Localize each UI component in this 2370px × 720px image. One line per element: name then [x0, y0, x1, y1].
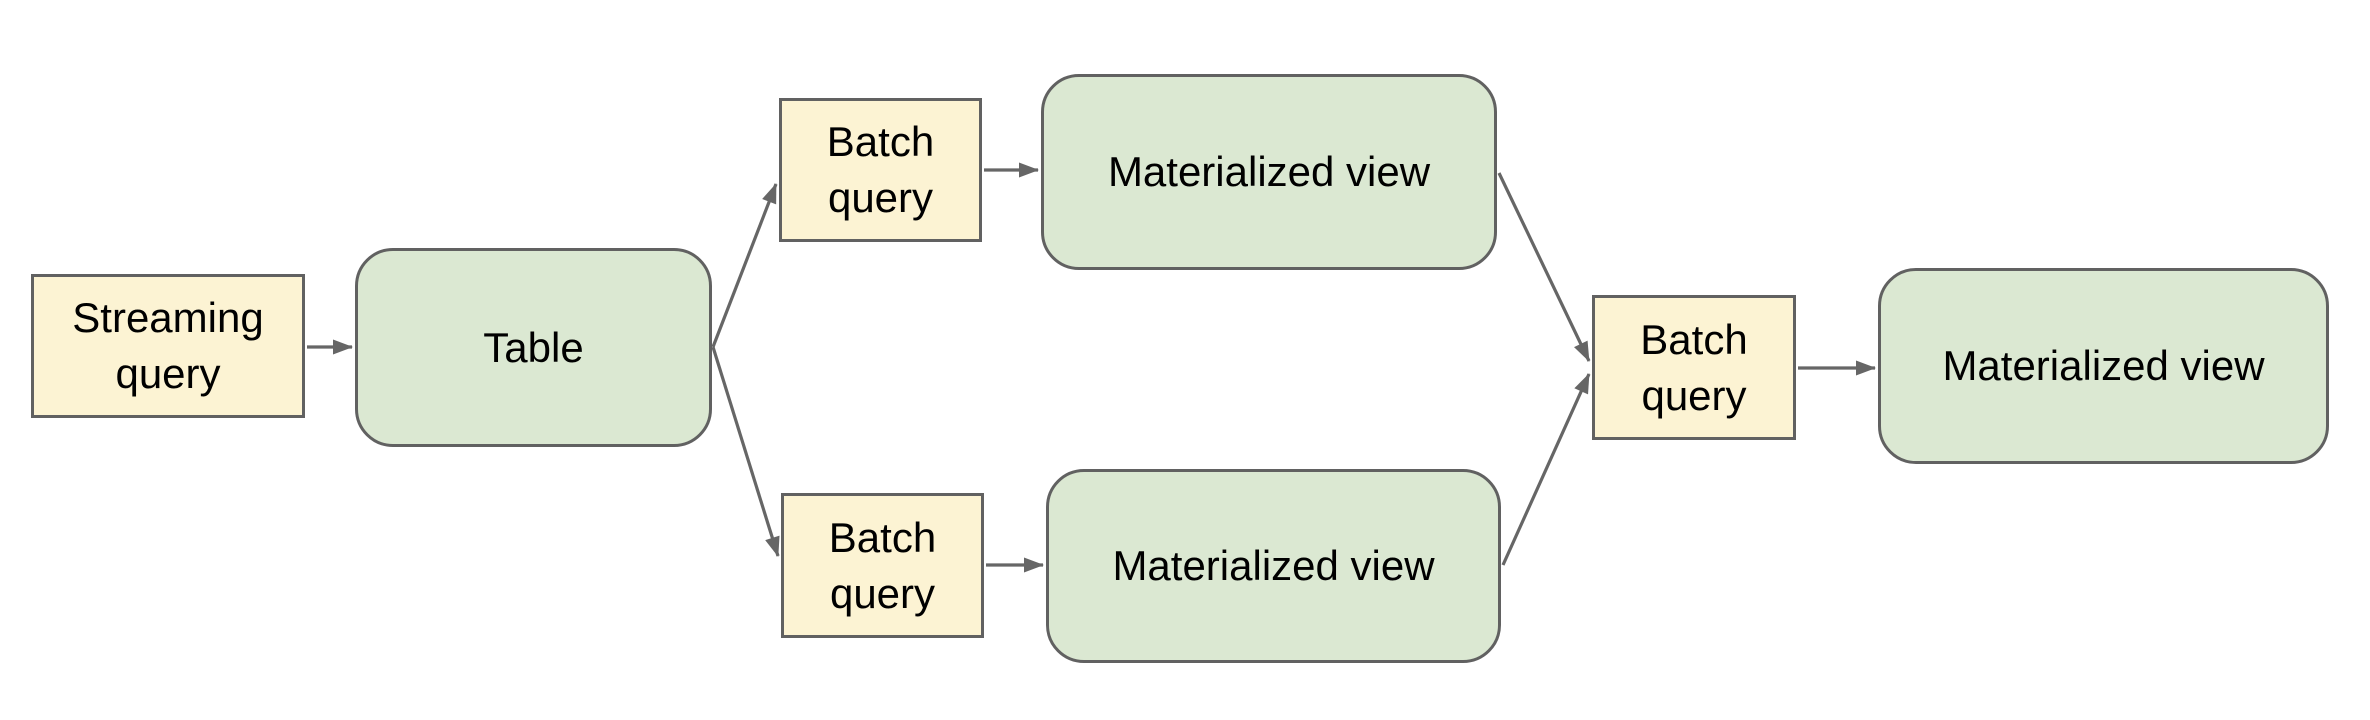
node-label: Materialized view: [1942, 342, 2265, 390]
node-label: Streaming query: [72, 294, 264, 397]
node-label: Materialized view: [1112, 542, 1435, 590]
edge-materialized-view-bottom-to-batch-query-right: [1501, 373, 1591, 566]
node-materialized-view-final: Materialized view: [1878, 268, 2329, 464]
node-label: Materialized view: [1107, 148, 1431, 196]
node-label: Batch query: [826, 118, 935, 221]
node-table: Table: [355, 248, 712, 447]
node-label: Table: [483, 323, 584, 371]
node-streaming-query: Streaming query: [31, 274, 305, 418]
node-materialized-view-bottom: Materialized view: [1046, 469, 1501, 663]
node-batch-query-top: Batch query: [779, 98, 982, 242]
edge-table-to-batch-query-bottom: [711, 346, 780, 557]
node-label: Batch query: [1640, 315, 1748, 419]
node-batch-query-bottom: Batch query: [781, 493, 984, 638]
node-materialized-view-top: Materialized view: [1041, 74, 1497, 270]
edge-table-to-batch-query-top: [711, 183, 778, 348]
node-label: Batch query: [828, 513, 937, 617]
edge-materialized-view-top-to-batch-query-right: [1497, 172, 1591, 362]
node-batch-query-right: Batch query: [1592, 295, 1796, 440]
